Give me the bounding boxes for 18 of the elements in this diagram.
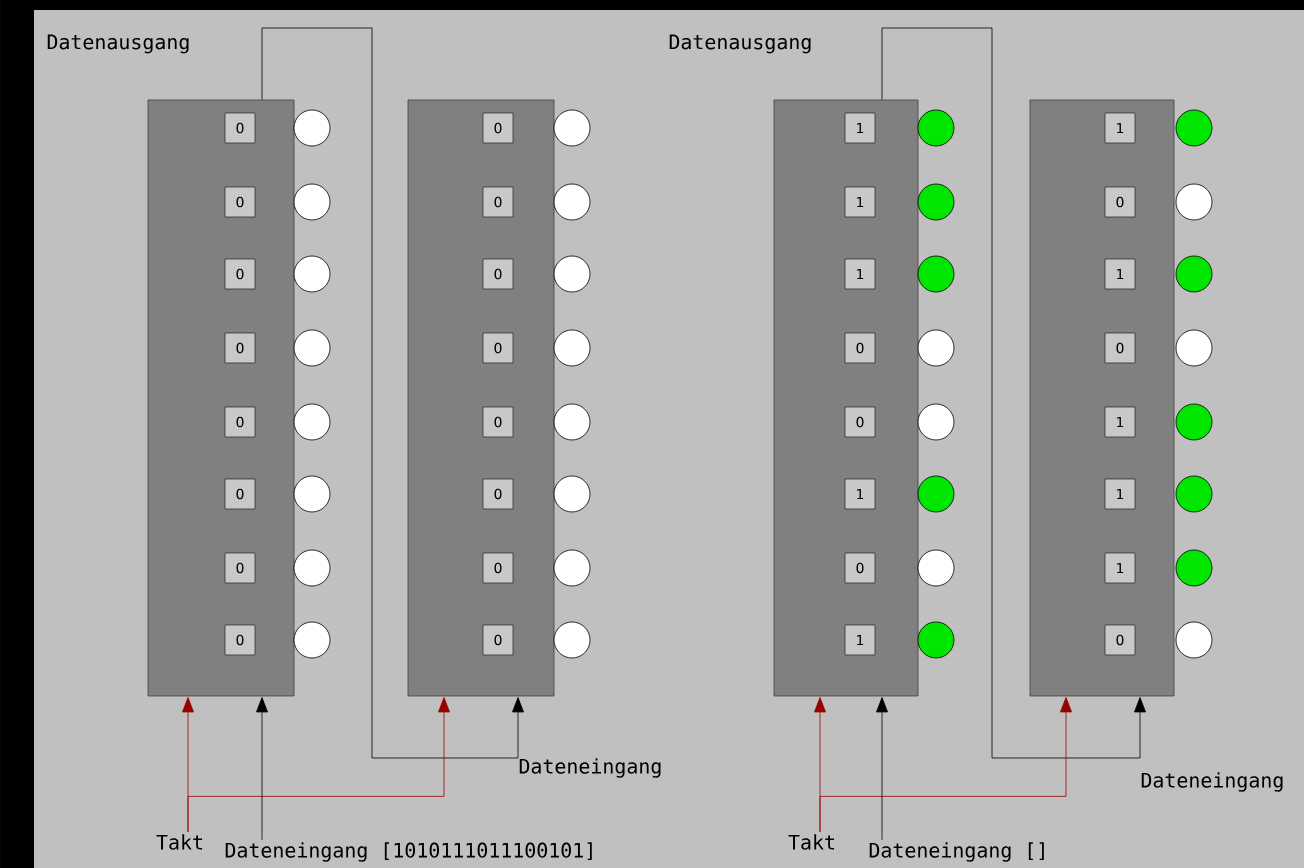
signal-label: Takt: [788, 834, 835, 850]
signal-label: Dateneingang [1010111011100101]: [225, 842, 592, 862]
register-box: [407, 99, 555, 697]
arrow: [187, 697, 450, 833]
signal-label: Dateneingang: [519, 758, 661, 778]
arrow: [256, 697, 268, 841]
signal-label: Datenausgang: [47, 34, 189, 54]
arrow: [876, 697, 888, 841]
register-box: [147, 99, 295, 697]
signal-label: Dateneingang: [1141, 772, 1283, 792]
signal-label: Dateneingang []: [869, 842, 1044, 862]
signal-label: Datenausgang: [669, 34, 811, 54]
arrow: [819, 697, 1072, 833]
register-box: [1029, 99, 1175, 697]
signal-label: Takt: [156, 834, 203, 850]
arrow: [261, 27, 524, 759]
arrow: [881, 27, 1146, 759]
register-box: [773, 99, 919, 697]
